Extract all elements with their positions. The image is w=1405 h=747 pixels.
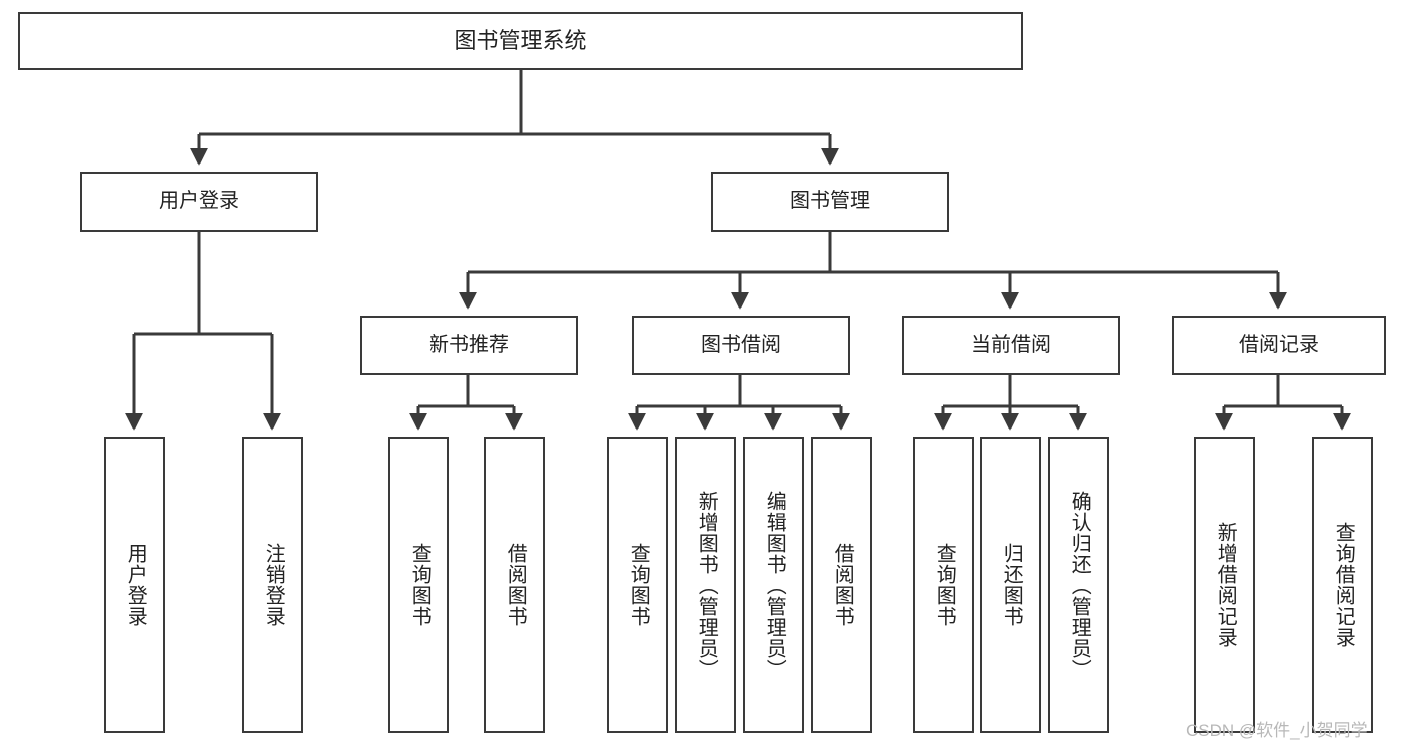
node-leaf-user-login-label: 用户登录	[124, 543, 147, 627]
node-leaf-query-book-recommend[interactable]: 查询图书	[388, 437, 449, 733]
node-leaf-edit-book-admin[interactable]: 编辑图书（管理员）	[743, 437, 804, 733]
node-leaf-logout-label: 注销登录	[262, 543, 285, 627]
node-borrow-record[interactable]: 借阅记录	[1172, 316, 1386, 375]
node-new-book-recommend-label: 新书推荐	[429, 333, 509, 356]
node-leaf-add-book-admin[interactable]: 新增图书（管理员）	[675, 437, 736, 733]
node-user-login-label: 用户登录	[159, 190, 239, 213]
node-leaf-query-book-borrow-label: 查询图书	[627, 543, 650, 627]
node-leaf-add-borrow-record[interactable]: 新增借阅记录	[1194, 437, 1255, 733]
node-leaf-edit-book-admin-label: 编辑图书（管理员）	[763, 490, 786, 680]
node-current-borrow-label: 当前借阅	[971, 333, 1051, 356]
node-leaf-query-book-current[interactable]: 查询图书	[913, 437, 974, 733]
node-book-management[interactable]: 图书管理	[711, 172, 949, 232]
node-leaf-query-borrow-record[interactable]: 查询借阅记录	[1312, 437, 1373, 733]
node-leaf-query-book-recommend-label: 查询图书	[408, 543, 431, 627]
node-leaf-logout[interactable]: 注销登录	[242, 437, 303, 733]
node-leaf-query-book-borrow[interactable]: 查询图书	[607, 437, 668, 733]
node-borrow-record-label: 借阅记录	[1239, 333, 1319, 356]
node-leaf-query-borrow-record-label: 查询借阅记录	[1332, 522, 1355, 648]
node-leaf-add-borrow-record-label: 新增借阅记录	[1214, 522, 1237, 648]
node-leaf-return-book-label: 归还图书	[1000, 543, 1023, 627]
node-leaf-borrow-book-recommend-label: 借阅图书	[504, 543, 527, 627]
node-leaf-return-book[interactable]: 归还图书	[980, 437, 1041, 733]
node-book-management-label: 图书管理	[790, 190, 870, 213]
node-leaf-borrow-book-label: 借阅图书	[831, 543, 854, 627]
node-leaf-confirm-return-admin[interactable]: 确认归还（管理员）	[1048, 437, 1109, 733]
node-book-borrow[interactable]: 图书借阅	[632, 316, 850, 375]
node-current-borrow[interactable]: 当前借阅	[902, 316, 1120, 375]
node-root[interactable]: 图书管理系统	[18, 12, 1023, 70]
node-new-book-recommend[interactable]: 新书推荐	[360, 316, 578, 375]
node-leaf-borrow-book[interactable]: 借阅图书	[811, 437, 872, 733]
node-leaf-add-book-admin-label: 新增图书（管理员）	[695, 490, 718, 680]
node-root-label: 图书管理系统	[454, 28, 587, 54]
node-leaf-confirm-return-admin-label: 确认归还（管理员）	[1068, 490, 1091, 680]
node-leaf-user-login[interactable]: 用户登录	[104, 437, 165, 733]
node-user-login[interactable]: 用户登录	[80, 172, 318, 232]
node-leaf-query-book-current-label: 查询图书	[933, 543, 956, 627]
node-book-borrow-label: 图书借阅	[701, 333, 781, 356]
node-leaf-borrow-book-recommend[interactable]: 借阅图书	[484, 437, 545, 733]
